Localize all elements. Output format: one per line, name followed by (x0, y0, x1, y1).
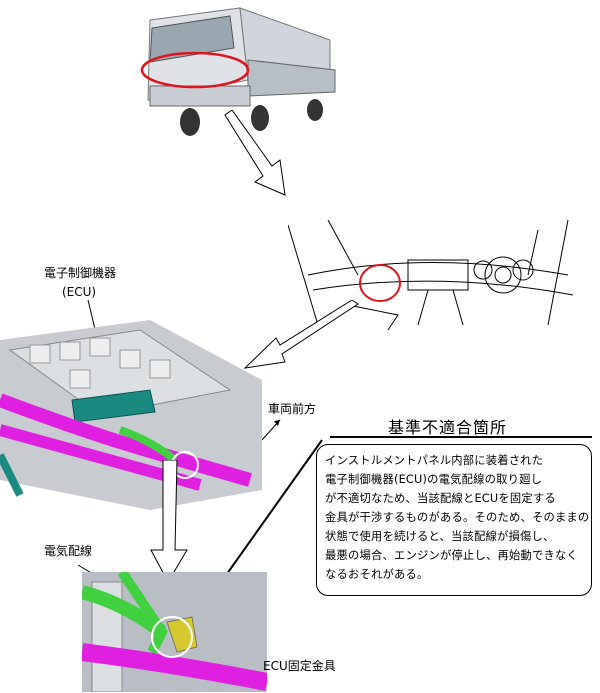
arrow-icon (243, 300, 359, 369)
notice-line: 電子制御機器(ECU)の電気配線の取り廻し (325, 473, 543, 486)
notice-line: 状態で使用を続けると、当該配線が損傷し、 (325, 530, 555, 543)
notice-line: なるおそれがある。 (325, 568, 429, 581)
notice-box: インストルメントパネル内部に装着された 電子制御機器(ECU)の電気配線の取り廻… (316, 444, 592, 596)
dashboard-illustration (288, 219, 574, 331)
highlight-circle-detail (151, 616, 193, 658)
wiring-label: 電気配線 (44, 544, 93, 558)
notice-line: 金具が干渉するものがある。そのため、そのままの (325, 511, 590, 524)
highlight-circle-truck (140, 51, 250, 89)
notice-line: インストルメントパネル内部に装着された (325, 454, 544, 467)
detail-render (82, 572, 267, 692)
notice-title: 基準不適合箇所 (388, 418, 508, 437)
arrow-icon (150, 460, 188, 584)
vehicle-front-label: 車両前方 (268, 402, 317, 416)
ecu-bracket-label: ECU固定金具 (263, 659, 336, 673)
title-underline (330, 436, 592, 438)
notice-line: が不適切なため、当該配線とECUを固定する (325, 492, 556, 505)
notice-line: 最悪の場合、エンジンが停止し、再始動できなく (325, 549, 578, 562)
arrow-icon (224, 110, 286, 196)
ecu-label: 電子制御機器 (44, 266, 117, 280)
highlight-circle-dashboard (359, 264, 401, 302)
truck-illustration (140, 7, 336, 136)
ecu-label-abbr: (ECU) (62, 285, 97, 299)
ecu-render (0, 320, 262, 510)
